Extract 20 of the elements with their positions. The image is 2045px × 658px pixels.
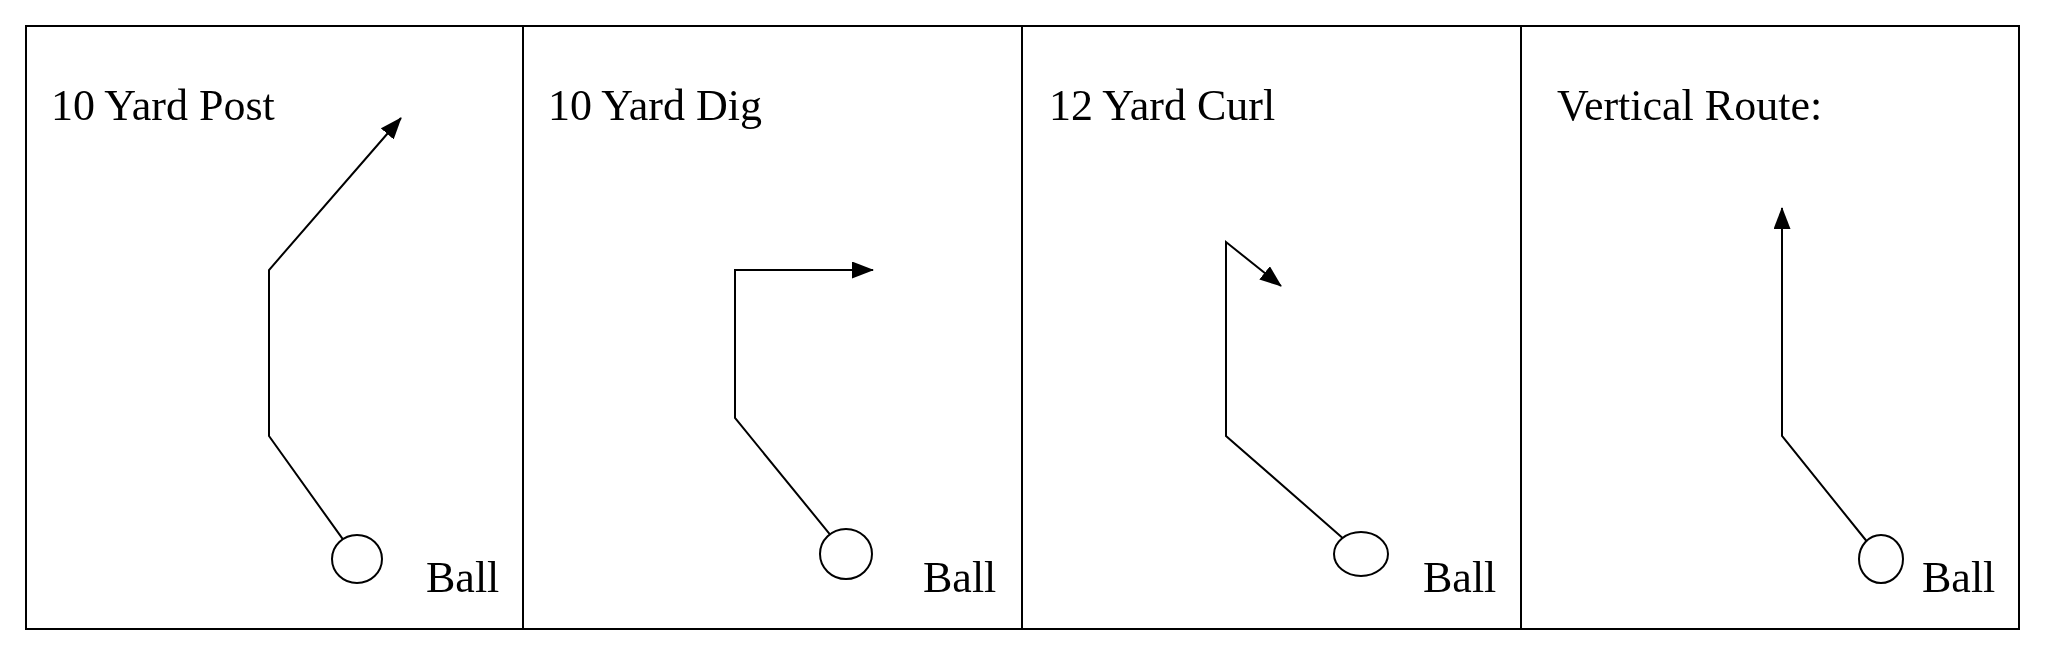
route-arrow (268, 117, 402, 541)
panel-title: Vertical Route: (1557, 81, 1823, 131)
player-circle (331, 534, 383, 584)
route-panel (522, 25, 1023, 630)
route-arrow (1225, 239, 1344, 539)
route-arrow (734, 261, 874, 536)
side-label: Ball (923, 553, 997, 603)
route-panel (25, 25, 524, 630)
player-circle (1858, 534, 1904, 584)
player-circle (819, 528, 873, 580)
side-label: Ball (1922, 553, 1996, 603)
panel-title: 12 Yard Curl (1049, 81, 1276, 131)
route-arrow (1773, 207, 1868, 542)
side-label: Ball (1423, 553, 1497, 603)
player-circle (1333, 531, 1389, 577)
side-label: Ball (426, 553, 500, 603)
panel-title: 10 Yard Dig (548, 81, 762, 131)
panel-title: 10 Yard Post (51, 81, 275, 131)
route-panel (1021, 25, 1522, 630)
route-panel (1520, 25, 2020, 630)
